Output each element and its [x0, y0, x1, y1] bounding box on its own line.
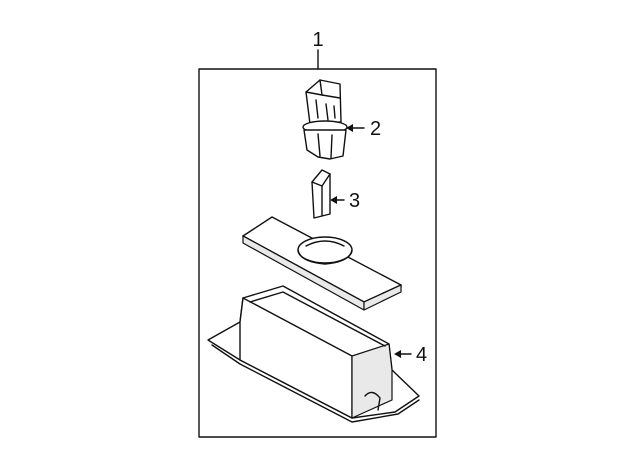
callout-4-label: 4 [416, 344, 427, 366]
callout-2-label: 2 [370, 118, 381, 140]
lens-piece-part [311, 169, 331, 219]
callout-4-arrow [394, 350, 412, 358]
bulb-socket-part [302, 79, 348, 160]
callout-3-label: 3 [349, 190, 360, 212]
callout-2-arrow [346, 124, 365, 132]
assembly-frame [198, 49, 437, 438]
callout-1-label: 1 [312, 29, 323, 51]
lens-plate-part [242, 216, 402, 311]
housing-part [207, 285, 420, 423]
callout-3-arrow [330, 196, 345, 204]
